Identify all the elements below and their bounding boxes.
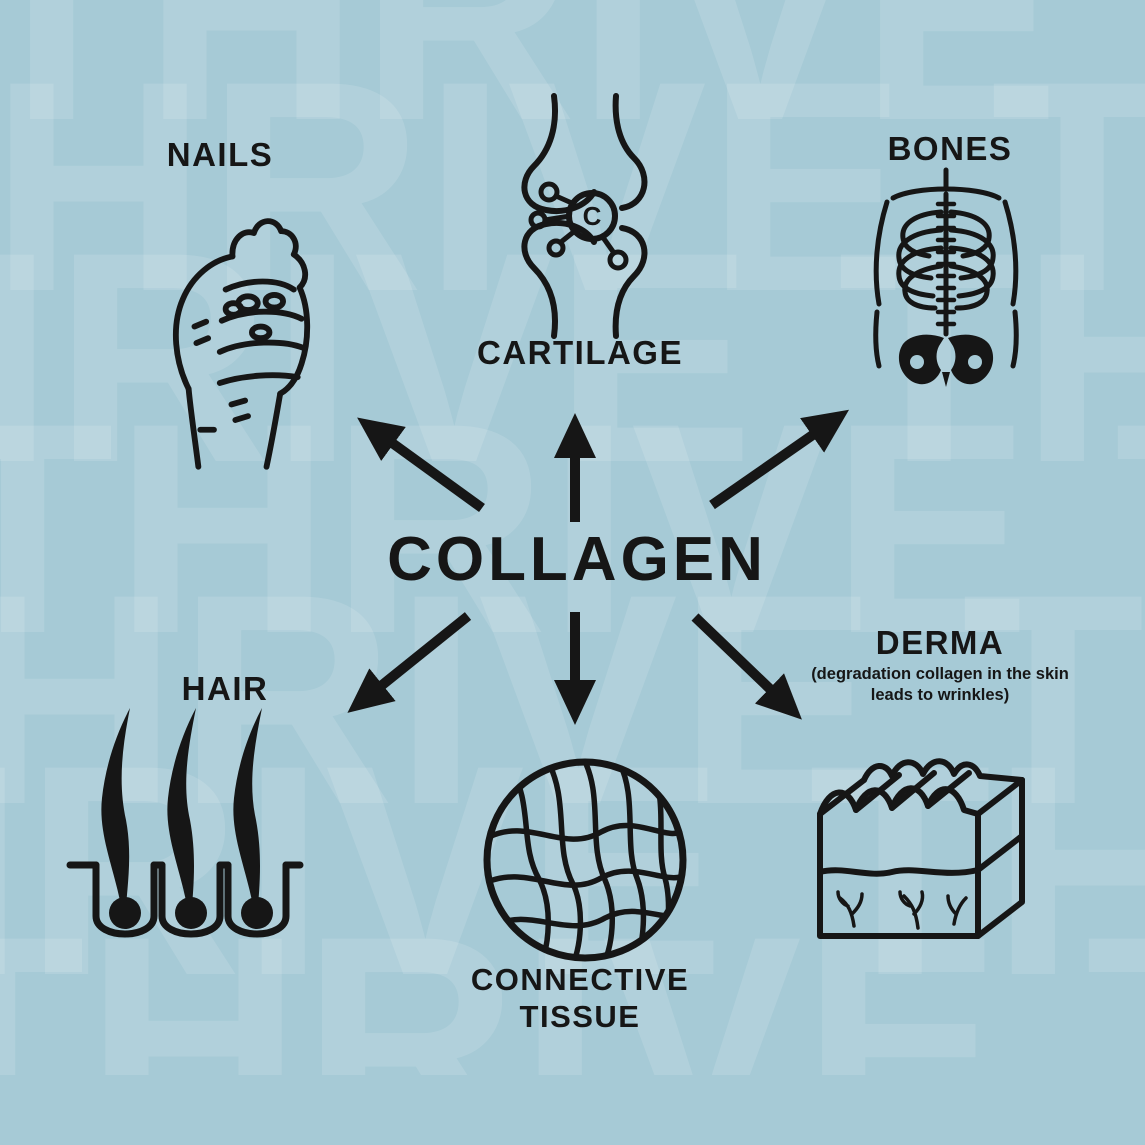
- connective-tissue-label: CONNECTIVE TISSUE: [470, 962, 690, 1034]
- joint-molecule-icon: C: [494, 92, 666, 340]
- nails-label: NAILS: [166, 136, 274, 173]
- hair-follicles-icon: [66, 700, 304, 962]
- derma-label: DERMA: [875, 624, 1005, 661]
- title-collagen: COLLAGEN: [387, 525, 767, 594]
- cartilage-molecule-letter: C: [583, 201, 602, 231]
- arrow-to-hair: [347, 612, 472, 713]
- derma-subtitle: (degradation collagen in the skin leads …: [811, 665, 1069, 704]
- bones-label: BONES: [887, 130, 1013, 167]
- arrow-to-bones: [709, 409, 850, 510]
- arrow-to-nails: [357, 417, 485, 513]
- fist-with-nails-icon: [138, 183, 323, 473]
- ribcage-skeleton-icon: [853, 166, 1039, 394]
- arrow-to-derma: [691, 613, 802, 720]
- hair-label: HAIR: [181, 670, 269, 707]
- fiber-circle-icon: [479, 754, 691, 966]
- cartilage-label: CARTILAGE: [477, 334, 683, 371]
- skin-layers-icon: [806, 722, 1034, 956]
